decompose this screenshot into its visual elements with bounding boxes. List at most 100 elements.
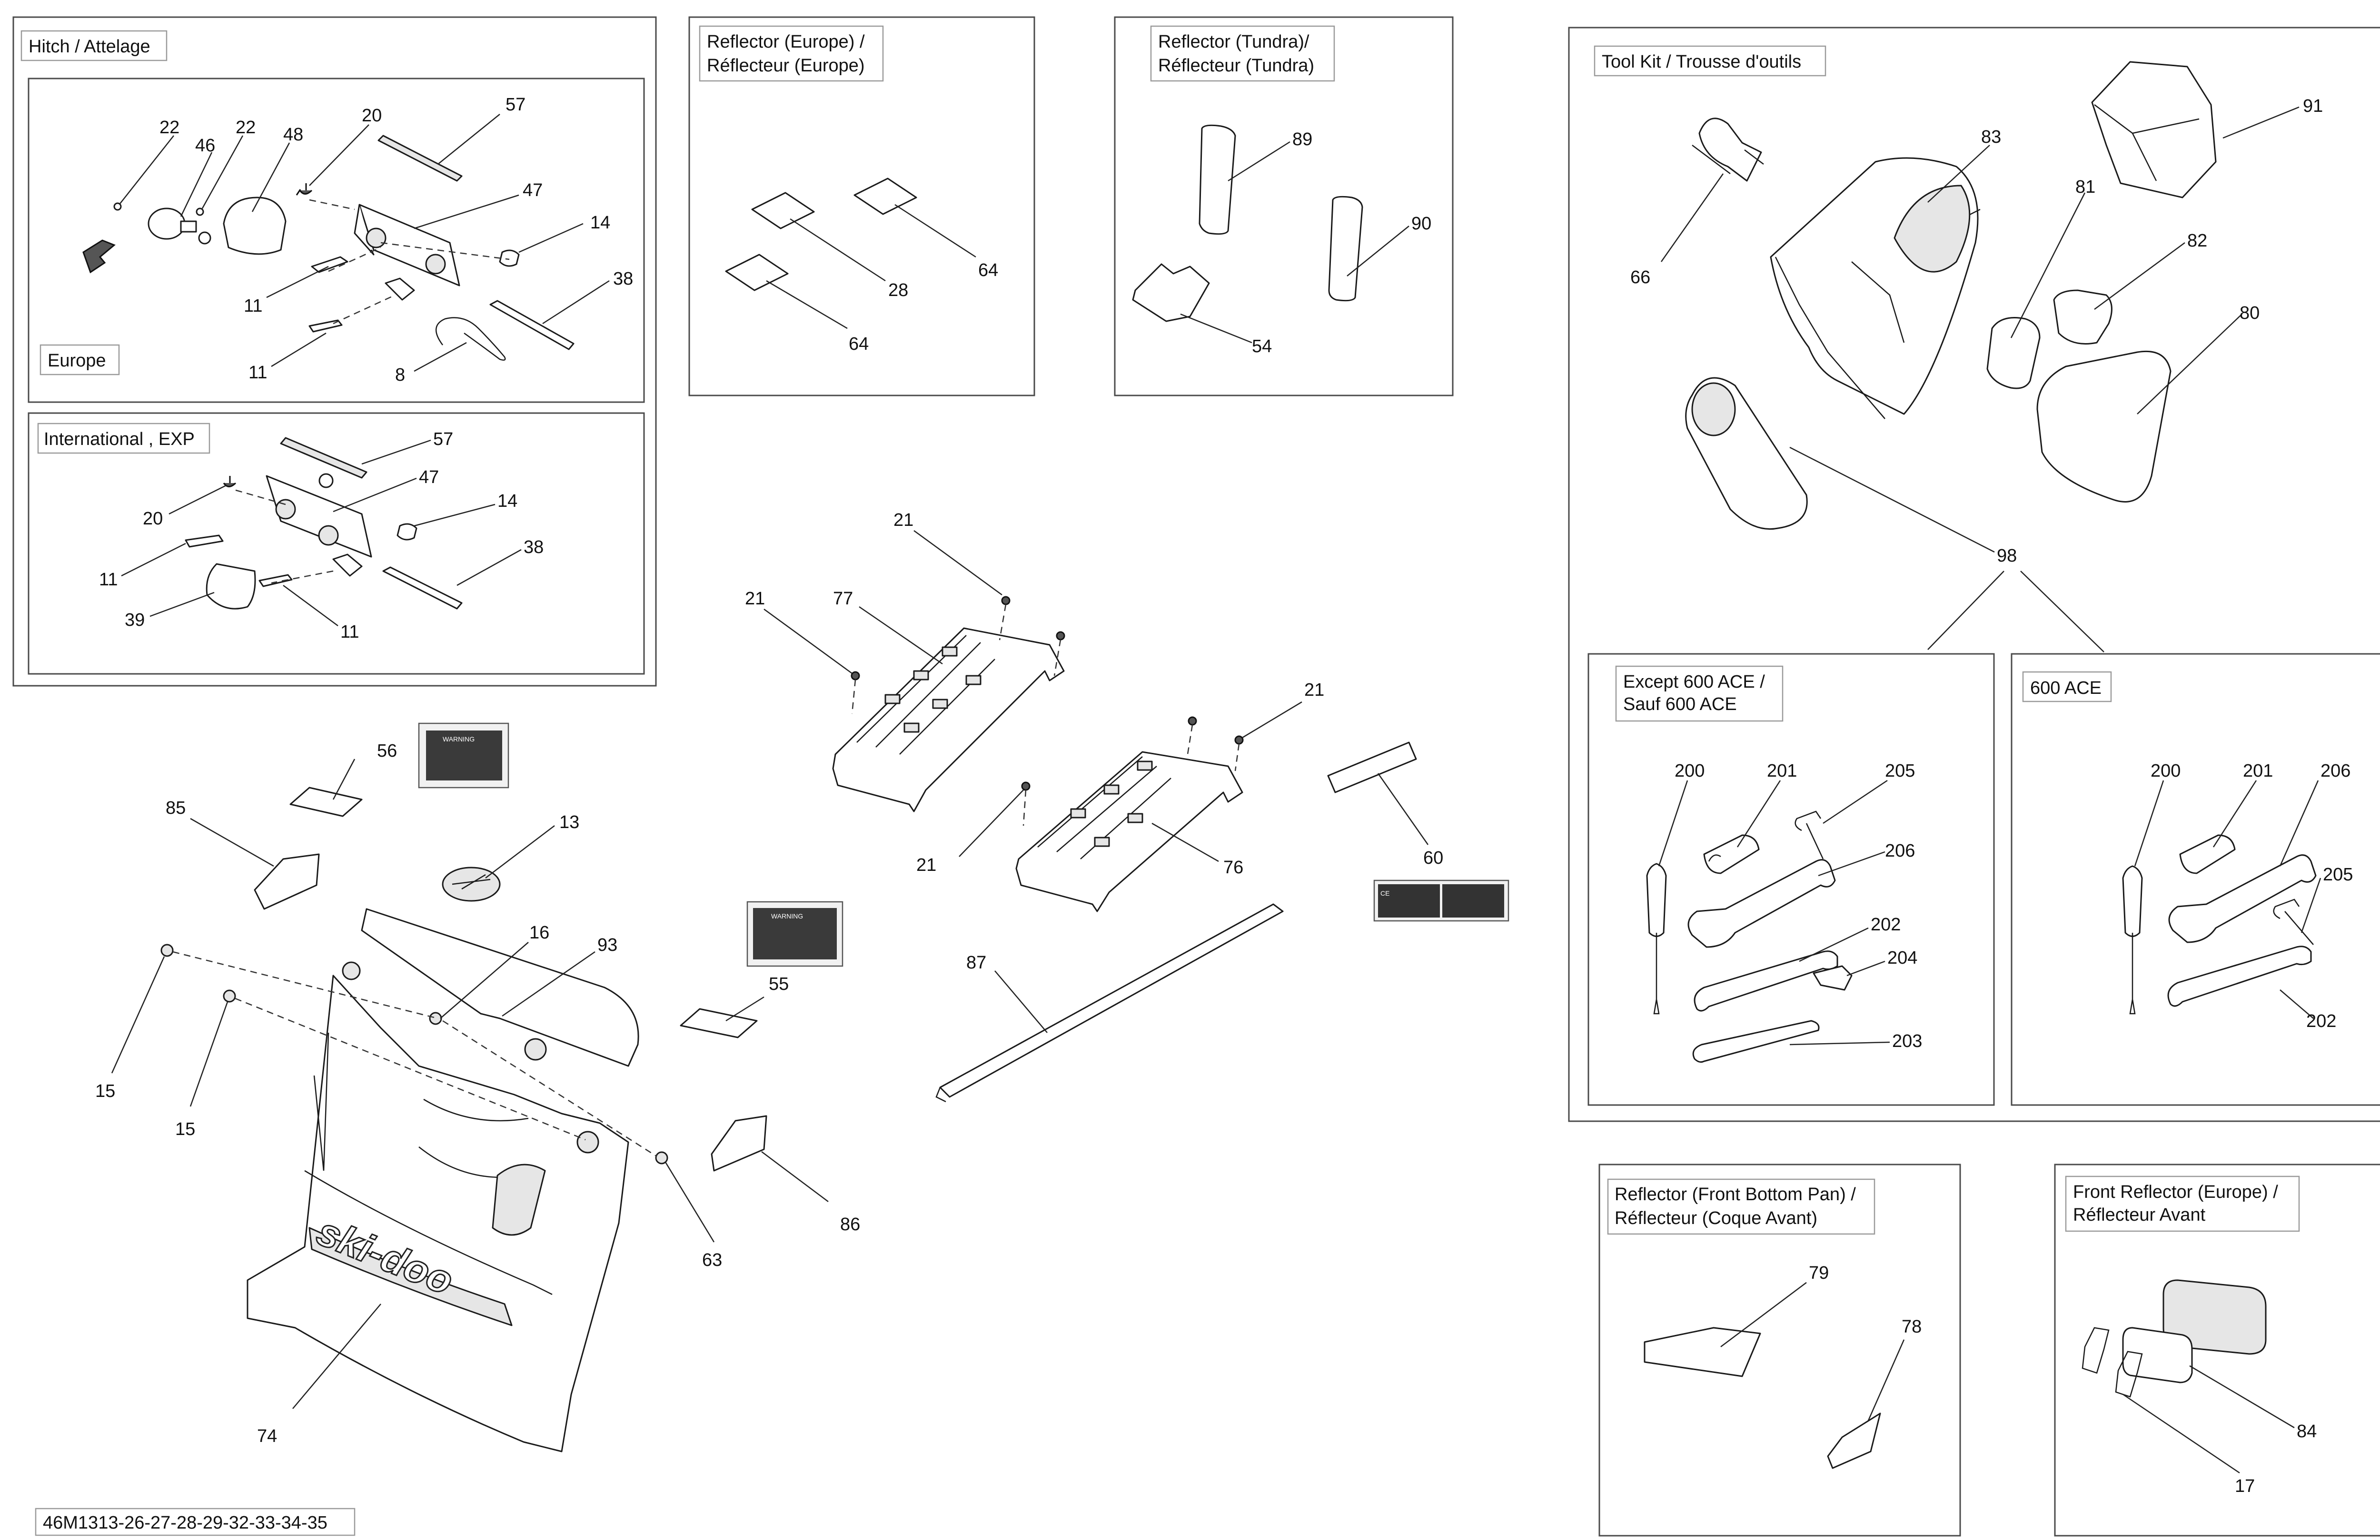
callout-39: 39 <box>125 610 145 630</box>
callout-81: 81 <box>2075 177 2095 197</box>
callout-78: 78 <box>1902 1317 1922 1337</box>
callout-86: 86 <box>840 1214 860 1234</box>
reflector-part-64b <box>725 254 789 291</box>
callout-90: 90 <box>1411 214 1431 234</box>
drawing-number-block: 46M1313-26-27-28-29-32-33-34-35 <box>35 1508 356 1536</box>
foam-insert-part-80 <box>2036 350 2172 503</box>
callout-20: 20 <box>143 509 163 529</box>
snow-flap-contours <box>304 1032 553 1295</box>
callout-63: 63 <box>702 1250 722 1270</box>
callout-22: 22 <box>159 118 179 138</box>
ce-label-right <box>1442 884 1504 918</box>
except-600-ace-subgroup: Except 600 ACE / Sauf 600 ACE 200 201 20… <box>1587 653 1995 1106</box>
hex-key-part <box>1795 810 1824 859</box>
rod-part-b <box>382 566 463 610</box>
emblem-part-13 <box>442 867 501 902</box>
hitch-europe-subgroup: Europe 22 <box>28 78 645 403</box>
step-slot-f <box>965 675 982 685</box>
clip-part-b <box>223 476 237 487</box>
reflector-housing-part <box>2162 1279 2267 1355</box>
callout-203: 203 <box>1892 1031 1922 1051</box>
callout-47: 47 <box>419 467 439 487</box>
trim-strip-end <box>935 1087 946 1103</box>
callout-205: 205 <box>1885 761 1915 781</box>
bracket-part-b <box>332 553 363 577</box>
callout-200: 200 <box>2151 761 2181 781</box>
callout-56: 56 <box>377 741 397 761</box>
hitch-title: Hitch / Attelage <box>29 37 150 57</box>
front-europe-title-line2: Réflecteur Avant <box>2073 1205 2206 1225</box>
callout-8: 8 <box>395 365 405 385</box>
callout-57: 57 <box>506 95 526 115</box>
strap-clip-detail <box>1692 145 1764 174</box>
washer-part <box>113 202 122 211</box>
callout-55: 55 <box>769 974 789 994</box>
tool-pouch-part <box>2091 61 2217 198</box>
warning-label-a-text: WARNING <box>443 735 475 743</box>
clip-part-204 <box>1813 965 1853 991</box>
tool-pouch-folds <box>2094 104 2200 181</box>
callout-21: 21 <box>916 855 936 875</box>
bushing-part-d <box>318 525 339 546</box>
callout-48: 48 <box>283 125 303 145</box>
reflector-strip-part-b <box>280 437 367 479</box>
callout-93: 93 <box>597 935 617 955</box>
reflector-part-28 <box>751 192 815 229</box>
running-board-group: CE 21 77 21 21 21 76 60 87 <box>745 510 1509 1103</box>
callout-80: 80 <box>2240 303 2260 323</box>
pin-part-d <box>258 574 293 587</box>
reflector-part-89 <box>1199 124 1236 235</box>
callout-46: 46 <box>195 136 215 156</box>
step-slot-c <box>942 646 958 657</box>
callout-13: 13 <box>559 812 579 832</box>
ce-mark: CE <box>1380 889 1389 897</box>
tool-kit-title: Tool Kit / Trousse d'outils <box>1602 52 1801 72</box>
front-bottom-title-line2: Réflecteur (Coque Avant) <box>1615 1208 1817 1228</box>
callout-57: 57 <box>433 429 453 449</box>
callout-206: 206 <box>1885 841 1915 861</box>
wrench-part-202-b <box>2167 946 2312 1007</box>
callout-60: 60 <box>1423 848 1443 868</box>
bushing-part-a <box>366 227 387 248</box>
reflector-part-64a <box>853 178 917 215</box>
reflector-tundra-title-line1: Reflector (Tundra)/ <box>1158 32 1309 52</box>
step-slot-d <box>903 722 920 733</box>
washer-part-2 <box>196 207 204 216</box>
snow-flap-part-74 <box>247 975 629 1452</box>
callout-87: 87 <box>966 953 986 973</box>
emblem-detail <box>452 874 491 890</box>
rivet-d <box>1188 716 1197 726</box>
callout-15: 15 <box>95 1081 115 1101</box>
rivet-a <box>1001 596 1011 605</box>
ace-600-subgroup: 600 ACE 200 201 206 205 202 <box>2011 653 2380 1106</box>
rivet-c <box>851 671 860 681</box>
callout-76: 76 <box>1223 858 1243 878</box>
front-bottom-pan-group: Reflector (Front Bottom Pan) / Réflecteu… <box>1598 1164 1961 1537</box>
callout-38: 38 <box>524 537 544 557</box>
callout-11: 11 <box>99 570 118 590</box>
callout-16: 16 <box>529 923 549 943</box>
callout-21: 21 <box>893 510 913 530</box>
callout-205: 205 <box>2323 865 2353 885</box>
nut-part-b <box>318 473 334 488</box>
step-plate-part-76 <box>1015 751 1243 912</box>
callout-82: 82 <box>2187 231 2207 251</box>
grommet-part-d <box>429 1012 442 1025</box>
callout-11: 11 <box>244 296 262 316</box>
callout-204: 204 <box>1887 948 1917 968</box>
nut-part-63 <box>655 1151 668 1165</box>
callout-14: 14 <box>497 491 517 511</box>
reflector-part-54 <box>1132 263 1210 322</box>
nut-part-c <box>397 523 417 541</box>
callout-91: 91 <box>2303 96 2323 116</box>
step-slot-b <box>913 670 929 681</box>
trim-strip-part-87 <box>939 903 1284 1098</box>
tool-bag-pocket <box>1894 185 1971 273</box>
rivet-f <box>1021 781 1031 791</box>
latch-part <box>223 197 287 255</box>
nut-part-2 <box>499 249 520 267</box>
callout-201: 201 <box>2243 761 2273 781</box>
reflector-part-78 <box>1827 1412 1881 1469</box>
callout-98: 98 <box>1997 546 2017 566</box>
callout-11: 11 <box>248 363 267 383</box>
